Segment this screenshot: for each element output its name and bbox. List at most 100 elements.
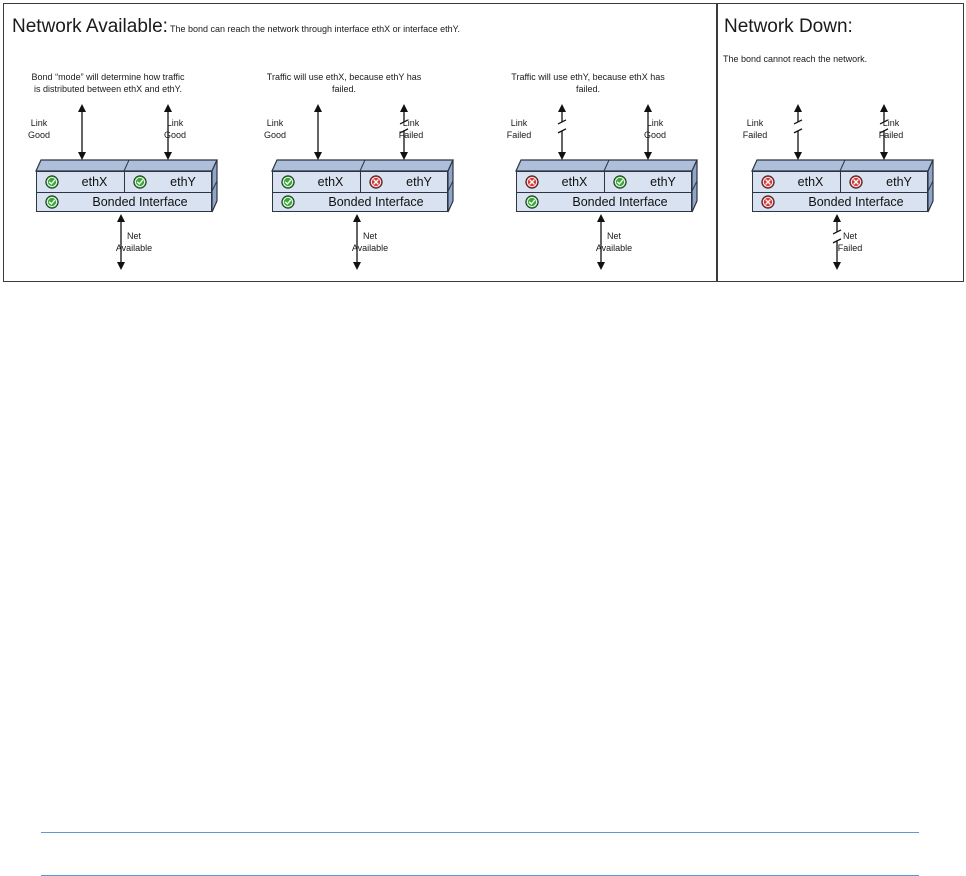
- bond-row: Bonded Interface: [37, 192, 211, 212]
- ethx-cell: ethX: [273, 172, 361, 192]
- ethx-link-label-2: Failed: [742, 130, 768, 140]
- ethx-link-arrow: [557, 104, 567, 160]
- net-arrow: [597, 214, 605, 270]
- network-available-heading: Network Available:The bond can reach the…: [12, 16, 460, 38]
- ethx-link-arrow: [78, 104, 86, 160]
- ethy-label: ethY: [406, 175, 432, 189]
- eth-row: ethX ethY: [753, 172, 927, 193]
- bonding-figure: Network Available:The bond can reach the…: [3, 3, 964, 282]
- ethy-label: ethY: [886, 175, 912, 189]
- ethy-link-arrow: [879, 104, 889, 160]
- network-down-heading: Network Down:: [724, 16, 853, 38]
- eth-row: ethX ethY: [37, 172, 211, 193]
- ethy-label: ethY: [170, 175, 196, 189]
- scenario-graphics: [35, 104, 218, 270]
- net-arrow: [832, 214, 842, 270]
- available-title: Network Available:: [12, 16, 168, 37]
- ethy-link-label-1: Link: [166, 118, 184, 128]
- net-label-2: Failed: [837, 243, 863, 253]
- eth-row: ethX ethY: [273, 172, 447, 193]
- scenario-caption: Traffic will use ethY, because ethX has f…: [488, 71, 688, 95]
- ethx-link-label-2: Good: [27, 130, 51, 140]
- bond-label: Bonded Interface: [328, 195, 424, 209]
- ethx-link-arrow: [314, 104, 322, 160]
- check-circle-icon: [45, 175, 59, 189]
- bond-cell: Bonded Interface: [37, 192, 213, 212]
- net-label-1: Net: [606, 231, 621, 241]
- caption-line-2: failed.: [575, 84, 601, 94]
- eth-row: ethX ethY: [517, 172, 691, 193]
- ethx-cell: ethX: [753, 172, 841, 192]
- x-circle-icon: [369, 175, 383, 189]
- check-circle-icon: [133, 175, 147, 189]
- bond-cell: Bonded Interface: [273, 192, 449, 212]
- net-arrow: [353, 214, 361, 270]
- net-label-1: Net: [842, 231, 857, 241]
- bonded-interface-box: ethX ethY Bonded Interface: [752, 171, 928, 212]
- divider-rule-top: [41, 832, 919, 833]
- net-label-2: Available: [115, 243, 153, 253]
- ethx-cell: ethX: [517, 172, 605, 192]
- x-circle-icon: [761, 175, 775, 189]
- bond-row: Bonded Interface: [753, 192, 927, 212]
- scenario-graphics: [271, 104, 454, 270]
- bond-cell: Bonded Interface: [753, 192, 929, 212]
- down-title: Network Down:: [724, 16, 853, 37]
- scenario-graphics: [515, 104, 698, 270]
- bond-label: Bonded Interface: [572, 195, 668, 209]
- caption-line-1: Traffic will use ethY, because ethX has: [511, 72, 665, 82]
- ethy-cell: ethY: [841, 172, 929, 192]
- caption-line-1: Bond “mode” will determine how traffic: [31, 72, 185, 82]
- ethx-link-label-1: Link: [266, 118, 284, 128]
- caption-line-2: failed.: [331, 84, 357, 94]
- ethy-link-label-2: Failed: [398, 130, 424, 140]
- check-circle-icon: [281, 195, 295, 209]
- ethy-link-label-2: Failed: [878, 130, 904, 140]
- ethy-cell: ethY: [361, 172, 449, 192]
- x-circle-icon: [849, 175, 863, 189]
- bond-row: Bonded Interface: [517, 192, 691, 212]
- ethy-link-label-2: Good: [643, 130, 667, 140]
- net-arrow: [117, 214, 125, 270]
- bond-row: Bonded Interface: [273, 192, 447, 212]
- scenario-ethx-failed: Traffic will use ethY, because ethX has f…: [488, 4, 698, 283]
- net-label-1: Net: [126, 231, 141, 241]
- ethx-label: ethX: [317, 175, 344, 189]
- x-circle-icon: [761, 195, 775, 209]
- ethx-label: ethX: [797, 175, 824, 189]
- bond-cell: Bonded Interface: [517, 192, 693, 212]
- ethy-label: ethY: [650, 175, 676, 189]
- check-circle-icon: [613, 175, 627, 189]
- ethx-link-label-2: Good: [263, 130, 287, 140]
- ethy-link-label-2: Good: [163, 130, 187, 140]
- check-circle-icon: [45, 195, 59, 209]
- down-subtitle: The bond cannot reach the network.: [723, 54, 868, 64]
- ethx-link-label-1: Link: [30, 118, 48, 128]
- bonded-interface-box: ethX ethY Bonded Interface: [516, 171, 692, 212]
- bond-label: Bonded Interface: [92, 195, 188, 209]
- ethx-label: ethX: [81, 175, 108, 189]
- ethy-link-arrow: [644, 104, 652, 160]
- ethx-label: ethX: [561, 175, 588, 189]
- ethy-link-arrow: [399, 104, 409, 160]
- ethx-link-label-1: Link: [746, 118, 764, 128]
- ethx-link-arrow: [793, 104, 803, 160]
- panel-divider: [716, 4, 718, 281]
- ethy-link-label-1: Link: [402, 118, 420, 128]
- ethx-cell: ethX: [37, 172, 125, 192]
- x-circle-icon: [525, 175, 539, 189]
